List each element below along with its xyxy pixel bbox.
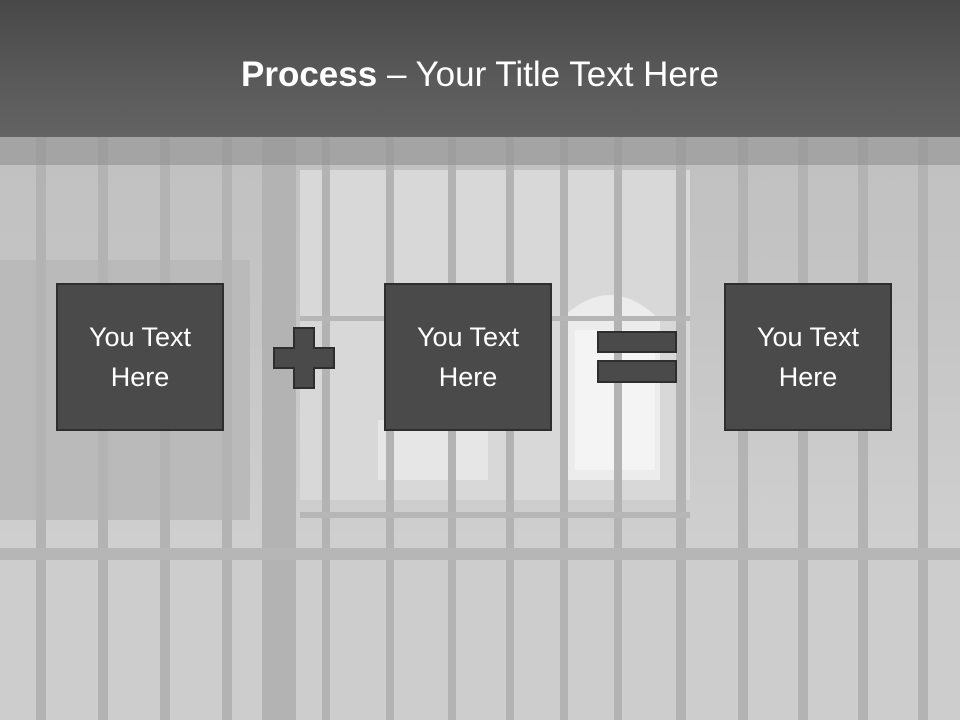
equals-icon xyxy=(596,330,678,391)
process-box-3[interactable]: You Text Here xyxy=(724,283,892,431)
plus-icon xyxy=(272,326,336,395)
process-box-2-text: You Text Here xyxy=(416,322,520,392)
process-box-1[interactable]: You Text Here xyxy=(56,283,224,431)
title-band xyxy=(0,0,960,137)
process-box-2[interactable]: You Text Here xyxy=(384,283,552,431)
title-rest-part: – Your Title Text Here xyxy=(377,55,719,94)
title-bold-part: Process xyxy=(241,55,378,94)
process-box-3-text: You Text Here xyxy=(756,322,860,392)
title-band-shade xyxy=(0,137,960,165)
process-box-1-text: You Text Here xyxy=(88,322,192,392)
slide-title: Process – Your Title Text Here xyxy=(0,50,960,100)
